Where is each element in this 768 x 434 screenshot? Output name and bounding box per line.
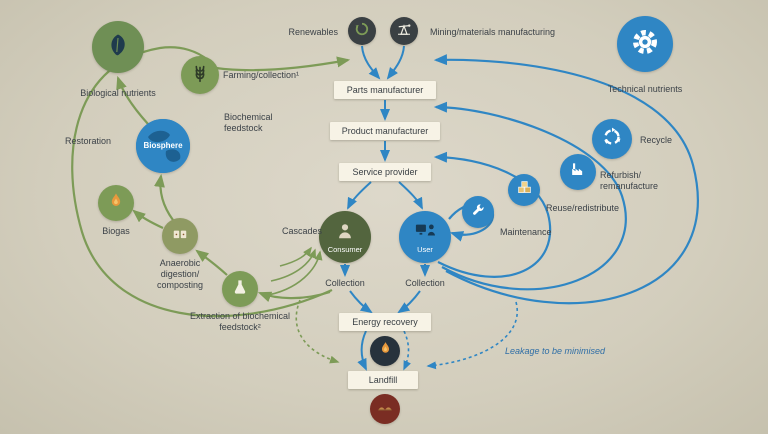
landfill-icon xyxy=(376,398,394,421)
extraction-circle xyxy=(222,271,258,307)
refurbish-circle xyxy=(560,154,596,190)
gear-icon xyxy=(629,26,661,63)
reuse-label: Reuse/redistribute xyxy=(546,203,620,213)
renewables-label: Renewables xyxy=(288,27,338,37)
biogas-label: Biogas xyxy=(102,226,130,236)
extraction-label: Extraction of biochemical feedstock² xyxy=(189,311,291,332)
globe-icon xyxy=(136,119,190,173)
recycle-circle xyxy=(592,119,632,159)
renewables-circle xyxy=(348,17,376,45)
anaerobic-label: Anaerobic digestion/ composting xyxy=(156,258,204,290)
biosphere-circle: Biosphere xyxy=(136,119,190,173)
leaf-icon xyxy=(104,31,132,64)
parts-manufacturer-box: Parts manufacturer xyxy=(334,81,436,99)
consumer-circle: Consumer xyxy=(319,211,371,263)
mining-label: Mining/materials manufacturing xyxy=(430,27,556,37)
flame-icon xyxy=(106,191,126,216)
leakage-label: Leakage to be minimised xyxy=(505,346,606,356)
factory-icon xyxy=(568,160,588,185)
mining-circle xyxy=(390,17,418,45)
wrench-icon xyxy=(469,201,487,224)
technical-nutrients-label: Technical nutrients xyxy=(607,84,683,94)
user-circle: User xyxy=(399,211,451,263)
user-label: User xyxy=(417,244,433,254)
central-flow-arrows xyxy=(340,45,430,371)
flask-icon xyxy=(230,277,250,302)
biological-cycle-arrows xyxy=(71,46,351,318)
leakage-arrows xyxy=(295,299,519,371)
reuse-circle xyxy=(508,174,540,206)
refurbish-label: Refurbish/ remanufacture xyxy=(600,170,659,191)
biochemical-feedstock-label: Biochemical feedstock xyxy=(224,112,273,133)
service-provider-box: Service provider xyxy=(339,163,431,181)
biological-nutrients-label: Biological nutrients xyxy=(80,88,156,98)
compost-icon xyxy=(170,224,190,249)
restoration-label: Restoration xyxy=(64,136,112,146)
collection-user-label: Collection xyxy=(405,278,445,288)
collection-consumer-label: Collection xyxy=(325,278,365,288)
biogas-circle xyxy=(98,185,134,221)
person-icon xyxy=(334,221,356,246)
fire-icon xyxy=(377,340,394,362)
devices-icon xyxy=(413,221,437,246)
farming-label: Farming/collection¹ xyxy=(223,70,300,80)
oil-pump-icon xyxy=(395,20,413,43)
biosphere-label: Biosphere xyxy=(143,141,183,150)
energy-flame-circle xyxy=(370,336,400,366)
package-icon xyxy=(515,178,534,202)
renewables-icon xyxy=(353,20,371,43)
landfill-circle xyxy=(370,394,400,424)
maintenance-label: Maintenance xyxy=(500,227,552,237)
anaerobic-circle xyxy=(162,218,198,254)
recycle-icon xyxy=(600,125,624,154)
biological-nutrients-circle xyxy=(92,21,144,73)
wheat-icon xyxy=(189,62,211,89)
maintenance-circle xyxy=(462,196,494,228)
technical-nutrients-circle xyxy=(617,16,673,72)
energy-recovery-box: Energy recovery xyxy=(339,313,431,331)
consumer-label: Consumer xyxy=(327,244,363,254)
cascades-label: Cascades xyxy=(281,226,323,236)
farming-circle xyxy=(181,56,219,94)
landfill-box: Landfill xyxy=(348,371,418,389)
product-manufacturer-box: Product manufacturer xyxy=(330,122,440,140)
recycle-label: Recycle xyxy=(640,135,673,145)
